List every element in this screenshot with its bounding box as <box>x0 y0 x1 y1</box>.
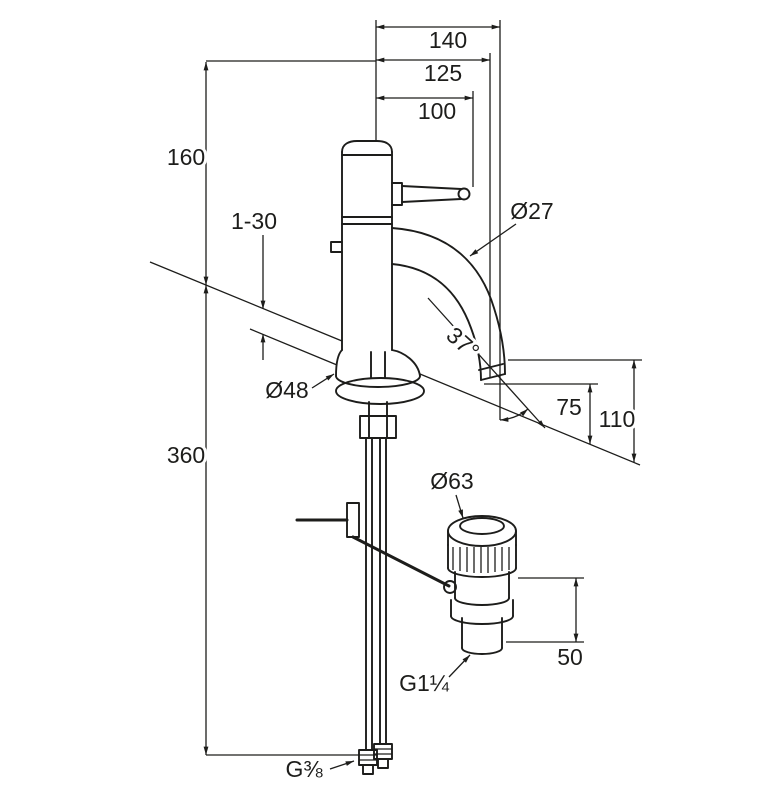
body-side-nub <box>330 241 343 253</box>
drain-assembly <box>447 515 517 655</box>
dim-label-160: 160 <box>167 144 205 170</box>
leader-spout-diameter <box>469 223 517 257</box>
extension-lines <box>206 20 642 756</box>
deck-top-left-segment <box>149 261 343 342</box>
faucet-base <box>335 349 425 439</box>
dim-label-125: 125 <box>424 60 462 86</box>
leader-drain-thread <box>448 654 471 678</box>
popup-ball-joint <box>443 580 457 594</box>
base-flange-ellipse <box>335 377 425 405</box>
dim-label-50: 50 <box>557 644 583 670</box>
leader-base-diameter <box>311 373 335 389</box>
dim-label-360: 360 <box>167 442 205 468</box>
drain-body <box>450 571 514 625</box>
aerator-ring <box>478 363 504 371</box>
hose-fitting-right <box>373 743 393 769</box>
dim-label-spout-diameter: Ø27 <box>510 198 553 224</box>
faucet-body <box>330 140 393 351</box>
drain-tailpipe <box>461 617 503 655</box>
dimension-labels: 140 125 100 160 1-30 Ø27 37° Ø48 75 110 … <box>164 24 639 785</box>
lever-handle <box>391 182 471 206</box>
dim-label-140: 140 <box>429 27 467 53</box>
popup-rod-clamp <box>346 502 360 538</box>
leader-plug-diameter <box>455 494 464 519</box>
dimension-lines <box>203 24 637 755</box>
dim-label-plug-diameter: Ø63 <box>430 468 473 494</box>
popup-linkage <box>295 502 457 594</box>
leader-lines <box>311 223 517 770</box>
base-bell-rim <box>335 375 421 388</box>
dim-label-1-30: 1-30 <box>231 208 277 234</box>
aerator-face <box>480 373 506 381</box>
drain-knurled-ring <box>447 544 517 578</box>
mounting-deck-line <box>149 261 641 466</box>
dim-label-110: 110 <box>599 406 636 432</box>
leader-hose-thread <box>329 760 355 770</box>
spout-outer-curve <box>391 227 506 375</box>
mounting-nut <box>359 415 397 439</box>
dim-label-75: 75 <box>556 394 582 420</box>
dim-label-drain-thread: G1¼ <box>399 670 450 696</box>
dim-label-spout-angle: 37° <box>441 322 484 365</box>
spout-inner-curve <box>391 263 482 381</box>
lever-socket <box>391 182 403 206</box>
lever-knob <box>457 187 471 201</box>
spout-angle-arc <box>499 408 529 422</box>
dim-label-hose-thread: G⅜ <box>285 756 323 782</box>
popup-diagonal-rod <box>351 535 451 588</box>
body-top-cap <box>341 140 393 153</box>
dim-label-100: 100 <box>418 98 456 124</box>
supply-hoses <box>358 437 393 775</box>
spout-angle-axis-line <box>427 297 546 429</box>
drain-plug-cap <box>447 515 517 547</box>
dim-label-base-diameter: Ø48 <box>265 377 308 403</box>
deck-top-right-segment <box>419 373 641 466</box>
